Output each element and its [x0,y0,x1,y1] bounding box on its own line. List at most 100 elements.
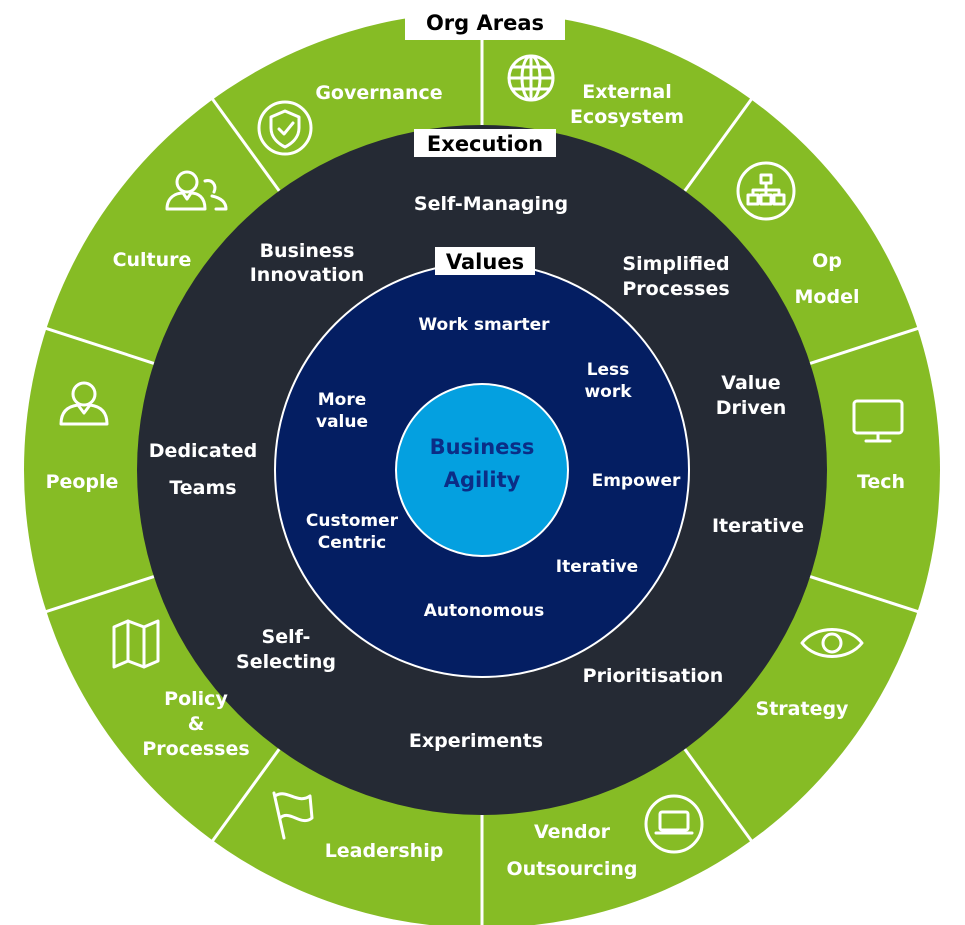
org-area-label-line: Culture [113,249,192,271]
values-label-line: Iterative [556,557,638,577]
execution-title: Execution [414,129,556,157]
execution-label-line: Innovation [250,264,365,286]
core-circle [395,383,569,557]
org-area-label-line: External [582,81,671,103]
execution-label-line: Dedicated [149,440,257,462]
org-area-label-line: Tech [857,471,905,493]
execution-label-line: Experiments [409,730,543,752]
org-areas-title-box [405,4,565,40]
values-label-line: More [318,390,367,410]
org-divider [204,748,281,852]
org-areas-dividers [34,0,930,925]
execution-label: Experiments [409,730,543,752]
values-label-line: Empower [592,471,681,491]
values-label-line: value [316,412,368,432]
org-divider [204,88,281,192]
org-areas-title-text: Org Areas [426,11,544,35]
org-divider [809,323,930,365]
values-title-text: Values [446,250,524,274]
org-area-label: Strategy [756,698,850,720]
values-label-line: Work smarter [418,315,550,335]
monitor-icon [852,399,904,443]
person-icon [59,381,109,426]
shield-check-icon [257,100,313,156]
execution-label-line: Selecting [236,651,336,673]
execution-label-line: Value [721,372,780,394]
map-icon [112,619,160,669]
eye-icon [800,628,864,658]
execution-label-line: Prioritisation [583,665,724,687]
values-label-line: Customer [306,511,399,531]
org-divider [34,323,155,365]
org-area-label: People [46,471,119,493]
org-area-label: Governance [315,82,442,104]
org-area-label: Policy & Processes [142,688,249,760]
execution-label-line: Business [260,240,355,262]
org-area-label-line: Model [795,286,860,308]
core-label-line: Agility [444,468,521,492]
org-area-label: Culture [113,249,192,271]
execution-title-box [414,129,556,157]
org-area-label-line: Governance [315,82,442,104]
org-area-label-line: Processes [142,738,249,760]
execution-label-line: Iterative [712,515,804,537]
org-area-label-line: Policy [164,688,228,710]
values-label: Iterative [556,557,638,577]
org-area-label-line: & [188,713,205,735]
execution-title-text: Execution [427,132,543,156]
org-area-label: Tech [857,471,905,493]
values-label-line: Centric [318,533,387,553]
values-label-line: Less [587,360,630,380]
execution-label-line: Processes [622,278,729,300]
org-area-label-line: Leadership [325,840,444,862]
org-area-label-line: Outsourcing [507,858,638,880]
values-title-box [435,247,535,275]
org-areas-title: Org Areas [405,4,565,40]
org-divider [809,575,930,617]
execution-label: Self- Selecting [236,626,336,673]
values-label: Autonomous [424,601,544,621]
laptop-icon [644,794,704,854]
flag-icon [272,791,314,840]
org-divider [34,575,155,617]
core-label-line: Business [430,435,535,459]
core-circle-shape [395,383,569,557]
org-divider [683,748,760,852]
org-area-label-line: Op [812,250,842,272]
group-icon [165,170,228,211]
values-label: Empower [592,471,681,491]
values-label-line: Autonomous [424,601,544,621]
org-area-label-line: People [46,471,119,493]
execution-label-line: Teams [169,477,236,499]
execution-label-line: Driven [716,397,786,419]
org-area-label-line: Strategy [756,698,850,720]
org-area-label-line: Ecosystem [570,106,684,128]
values-label: Work smarter [418,315,550,335]
values-title: Values [435,247,535,275]
globe-icon [507,54,555,102]
execution-label-line: Self-Managing [414,193,568,215]
icons-layer [59,54,904,854]
execution-label: Iterative [712,515,804,537]
values-label-line: work [584,382,632,402]
execution-label-line: Self- [262,626,311,648]
org-chart-icon [736,161,796,221]
org-divider [683,88,760,192]
execution-label-line: Simplified [622,253,729,275]
execution-label: Prioritisation [583,665,724,687]
org-area-label: Leadership [325,840,444,862]
org-area-label-line: Vendor [534,821,611,843]
